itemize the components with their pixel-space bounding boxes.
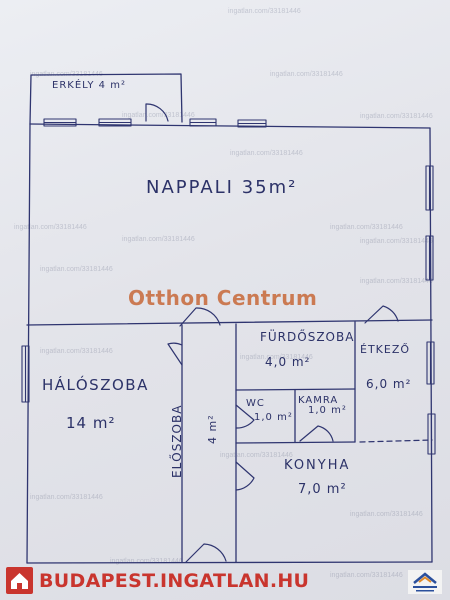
label-pantry: KAMRA [298,395,339,406]
watermark-text: ingatlan.com/33181446 [122,112,195,119]
label-dining-area: 6,0 m² [366,377,412,391]
watermark-text: ingatlan.com/33181446 [360,113,433,120]
label-dining: ÉTKEZŐ [360,343,411,356]
center-watermark: Otthon Centrum [128,286,318,310]
wall-bath-bottom [235,388,356,391]
outer-wall-top [29,123,431,129]
wall-living-bottom [26,319,433,326]
watermark-text: ingatlan.com/33181446 [14,224,87,231]
watermark-text: ingatlan.com/33181446 [360,238,433,245]
label-living-room: NAPPALI 35m² [146,177,298,198]
label-balcony: ERKÉLY 4 m² [52,80,126,91]
watermark-text: ingatlan.com/33181446 [220,452,293,459]
footer-brand[interactable]: BUDAPEST.INGATLAN.HU [6,567,309,594]
watermark-text: ingatlan.com/33181446 [230,150,303,157]
watermark-text: ingatlan.com/33181446 [30,494,103,501]
footer-site-name: BUDAPEST.INGATLAN.HU [39,569,310,592]
watermark-text: ingatlan.com/33181446 [110,558,183,565]
door-swings [145,103,399,563]
wall-kitchen-top [235,441,356,444]
watermark-text: ingatlan.com/33181446 [122,236,195,243]
label-hallway-area: 4 m² [206,414,219,444]
label-kitchen: KONYHA [284,458,351,473]
bedroom-window [21,345,30,403]
label-kitchen-area: 7,0 m² [298,482,347,497]
watermark-text: ingatlan.com/33181446 [40,266,113,273]
label-hallway: ELŐSZOBA [170,404,184,478]
label-wc-area: 1,0 m² [254,412,293,423]
watermark-text: ingatlan.com/33181446 [350,511,423,518]
watermark-text: ingatlan.com/33181446 [228,8,301,15]
label-bathroom: FÜRDŐSZOBA [260,330,355,344]
watermark-text: ingatlan.com/33181446 [240,354,313,361]
balcony-outline [29,73,183,125]
watermark-text: ingatlan.com/33181446 [40,348,113,355]
label-bathroom-area: 4,0 m² [265,355,311,369]
watermark-text: ingatlan.com/33181446 [330,572,403,579]
label-wc: WC [246,398,265,409]
label-bedroom: HÁLÓSZOBA [42,376,149,394]
label-bedroom-area: 14 m² [66,414,116,432]
label-pantry-area: 1,0 m² [308,405,347,416]
outer-wall-bottom [26,561,433,564]
watermark-text: ingatlan.com/33181446 [270,71,343,78]
watermark-text: ingatlan.com/33181446 [360,278,433,285]
outer-wall-left [26,123,31,564]
watermark-text: ingatlan.com/33181446 [330,224,403,231]
otthon-logo-icon [408,570,442,594]
house-logo-icon [6,567,33,594]
wall-kitchen-dashed [359,439,433,443]
balcony-door-windows [43,118,267,128]
right-windows [425,165,436,455]
